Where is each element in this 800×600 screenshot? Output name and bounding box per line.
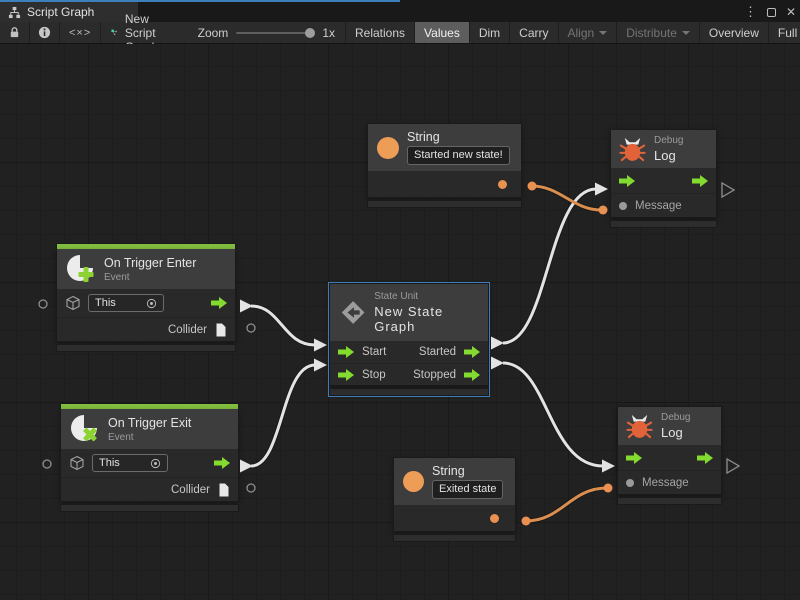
- flow-input-port[interactable]: [338, 368, 354, 381]
- port-label: Started: [418, 346, 456, 358]
- toolbar-middle: New Script Graph Zoom 1x: [101, 12, 346, 54]
- node-debug-log-top[interactable]: Debug Log Message: [610, 129, 717, 228]
- node-footer: [60, 504, 239, 512]
- node-subtitle: Event: [104, 271, 130, 283]
- node-kind: Debug: [661, 412, 691, 423]
- port-label: Collider: [168, 323, 207, 336]
- flow-input-port[interactable]: [619, 174, 635, 187]
- flow-input-port[interactable]: [626, 451, 642, 464]
- string-literal-icon: [377, 136, 399, 159]
- node-on-trigger-enter[interactable]: On Trigger Enter Event This: [56, 243, 236, 352]
- close-icon[interactable]: ✕: [785, 5, 796, 19]
- node-title: Log: [661, 425, 683, 440]
- flow-output-port[interactable]: [211, 297, 227, 309]
- chevron-down-icon: [681, 30, 690, 35]
- node-kind: Debug: [654, 135, 684, 146]
- window-menu-icon[interactable]: ⋮: [743, 4, 757, 19]
- node-footer: [393, 534, 516, 542]
- target-object-field[interactable]: This: [92, 454, 168, 472]
- port-label: Stop: [362, 368, 386, 381]
- chevron-down-icon: [599, 30, 608, 35]
- state-unit-icon: [341, 301, 365, 324]
- graph-toolbar: <×> New Script Graph Zoom 1x Relations V…: [0, 12, 800, 54]
- tab-script-graph[interactable]: Script Graph: [0, 2, 138, 22]
- tab-bar: Script Graph ⋮ ✕: [0, 0, 800, 22]
- dim-toggle[interactable]: Dim: [470, 22, 511, 43]
- code-icon: <×>: [69, 26, 92, 39]
- flow-output-port[interactable]: [464, 368, 480, 381]
- info-icon: [38, 26, 51, 39]
- node-subtitle: Event: [108, 431, 134, 443]
- flow-input-port[interactable]: [338, 346, 354, 358]
- node-kind: State Unit: [374, 291, 419, 302]
- maximize-icon[interactable]: [766, 7, 776, 17]
- node-footer: [56, 344, 236, 352]
- relations-toggle[interactable]: Relations: [346, 22, 416, 43]
- focus-highlight-line: [0, 0, 400, 2]
- object-picker-icon: [146, 298, 157, 308]
- object-picker-icon: [150, 458, 161, 468]
- script-graph-icon: [111, 29, 118, 36]
- node-string-started[interactable]: String Started new state!: [367, 123, 522, 208]
- port-label: Start: [362, 346, 387, 358]
- flow-output-port[interactable]: [692, 174, 708, 187]
- fullscreen-button[interactable]: Full Screen: [777, 25, 800, 40]
- tab-title: Script Graph: [27, 5, 95, 19]
- target-object-field[interactable]: This: [88, 294, 164, 312]
- zoom-label: Zoom: [197, 25, 229, 40]
- message-input-port[interactable]: [626, 478, 634, 487]
- node-title: On Trigger Exit: [108, 415, 192, 430]
- port-label: Message: [635, 199, 682, 212]
- collider-data-icon[interactable]: [215, 323, 227, 337]
- flow-output-port[interactable]: [464, 346, 480, 358]
- node-title: String: [432, 464, 465, 478]
- bug-icon: [626, 414, 653, 438]
- graph-hierarchy-icon: [8, 6, 21, 18]
- event-color-bar: [60, 403, 239, 409]
- node-state-unit[interactable]: State Unit New State Graph Start Started…: [328, 282, 490, 397]
- inspect-button[interactable]: [30, 22, 60, 43]
- align-dropdown[interactable]: Align: [559, 22, 618, 43]
- collider-data-icon[interactable]: [218, 483, 230, 497]
- node-string-exited[interactable]: String Exited state: [393, 457, 516, 542]
- event-exit-icon: [71, 415, 97, 442]
- code-preview-button[interactable]: <×>: [60, 22, 102, 43]
- node-on-trigger-exit[interactable]: On Trigger Exit Event This: [60, 403, 239, 512]
- distribute-dropdown[interactable]: Distribute: [617, 22, 700, 43]
- gameobject-cube-icon: [70, 455, 84, 471]
- node-footer: [617, 497, 722, 505]
- port-label: Collider: [171, 483, 210, 496]
- string-output-port[interactable]: [490, 513, 499, 523]
- bug-icon: [619, 137, 646, 161]
- string-value-field[interactable]: Exited state: [432, 480, 504, 499]
- port-label: Message: [642, 476, 689, 489]
- node-title: String: [407, 130, 440, 144]
- port-label: Stopped: [413, 368, 456, 381]
- node-debug-log-bottom[interactable]: Debug Log Message: [617, 406, 722, 505]
- node-title: Log: [654, 148, 676, 163]
- event-color-bar: [56, 243, 236, 249]
- values-toggle[interactable]: Values: [415, 22, 470, 43]
- message-input-port[interactable]: [619, 201, 627, 210]
- zoom-slider-handle[interactable]: [305, 27, 316, 38]
- flow-output-port[interactable]: [697, 451, 713, 464]
- string-literal-icon: [403, 471, 424, 492]
- lock-button[interactable]: [0, 22, 30, 43]
- gameobject-cube-icon: [66, 295, 80, 311]
- node-footer: [329, 388, 489, 396]
- string-output-port[interactable]: [498, 179, 507, 189]
- zoom-slider[interactable]: [236, 27, 316, 38]
- carry-toggle[interactable]: Carry: [510, 22, 559, 43]
- string-value-field[interactable]: Started new state!: [407, 146, 510, 165]
- node-footer: [367, 200, 522, 208]
- lock-icon: [10, 27, 19, 38]
- node-footer: [610, 220, 717, 228]
- zoom-value: 1x: [322, 25, 335, 40]
- event-enter-icon: [67, 255, 94, 282]
- node-title: New State Graph: [374, 304, 444, 334]
- flow-output-port[interactable]: [214, 457, 230, 469]
- node-title: On Trigger Enter: [104, 255, 197, 270]
- overview-button[interactable]: Overview: [700, 22, 769, 43]
